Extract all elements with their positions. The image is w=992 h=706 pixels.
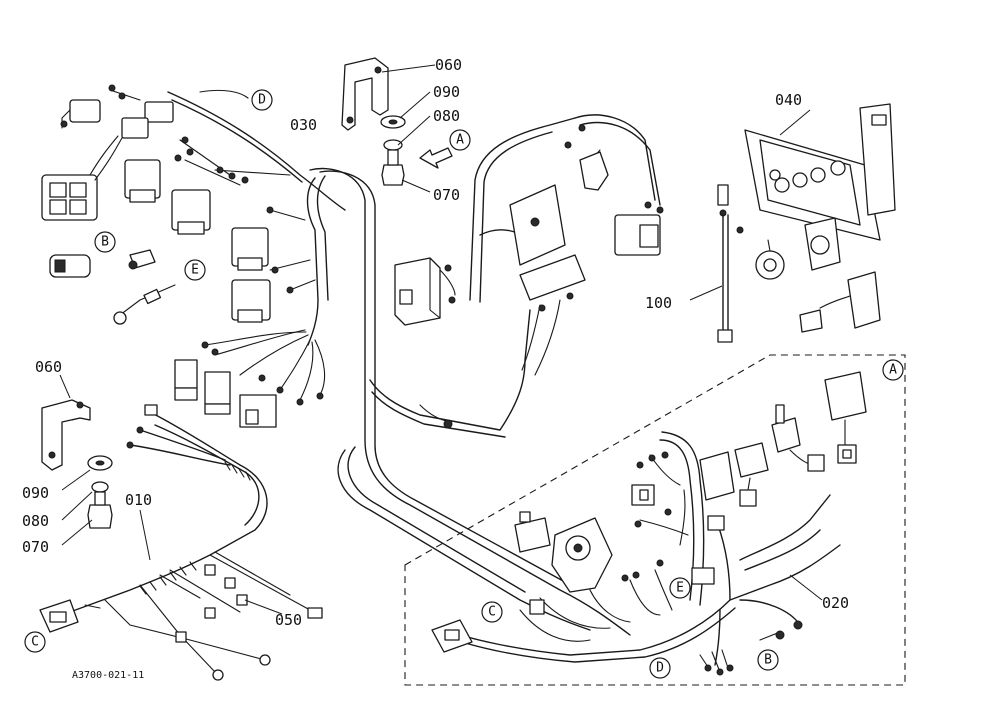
label-070-top: 070 (433, 186, 460, 204)
relay-box-4 (231, 279, 271, 323)
fuse-connectors (174, 341, 324, 428)
switch-b (49, 254, 91, 278)
callout-a-box: A (882, 359, 904, 381)
bracket-assembly-left (41, 374, 113, 546)
callout-b-left: B (94, 231, 116, 253)
view-arrow-a (419, 147, 453, 169)
label-060-top: 060 (435, 56, 462, 74)
svg-text:C: C (31, 635, 39, 650)
relay-top-right (824, 371, 867, 464)
label-020: 020 (822, 594, 849, 612)
callout-e-left: E (184, 259, 206, 281)
svg-text:A: A (889, 363, 897, 378)
label-080-left: 080 (22, 512, 49, 530)
clip-bracket (579, 151, 609, 191)
label-060-left: 060 (35, 358, 62, 376)
connector-right (799, 271, 881, 333)
callout-b-bottom: B (757, 649, 779, 671)
harness-010 (39, 404, 323, 681)
label-030: 030 (290, 116, 317, 134)
drawing-reference: A3700-021-11 (72, 670, 144, 681)
terminal-clips-center (443, 124, 664, 429)
label-090-left: 090 (22, 484, 49, 502)
solenoid-valve (551, 517, 613, 593)
callout-d-bottom: D (649, 657, 671, 679)
small-connectors (431, 451, 803, 676)
label-040: 040 (775, 91, 802, 109)
svg-text:A: A (456, 133, 464, 148)
center-components (394, 124, 664, 429)
label-050: 050 (275, 611, 302, 629)
breaker-box (394, 257, 441, 326)
combination-switch (41, 135, 123, 221)
label-070-left: 070 (22, 538, 49, 556)
left-components (41, 84, 324, 428)
svg-text:C: C (488, 605, 496, 620)
bulb-socket (128, 249, 156, 270)
relay-unit-right (804, 217, 841, 271)
relay-mid (734, 442, 769, 507)
svg-text:E: E (191, 263, 199, 278)
harness-100 (689, 184, 744, 343)
diode-block (519, 254, 586, 312)
relay-switch-top (60, 99, 101, 129)
callout-c-left: C (24, 631, 46, 653)
relay-left-mid (699, 451, 735, 531)
callout-a-arrow: A (449, 129, 471, 151)
detail-a-components (431, 371, 867, 676)
connector-top (108, 84, 249, 139)
switch-tall (771, 404, 825, 472)
callout-e-bottom: E (669, 577, 691, 599)
label-100: 100 (645, 294, 672, 312)
detail-a-box (404, 354, 906, 686)
terminal-clips-top (174, 136, 294, 294)
bracket-assembly-top (341, 57, 436, 193)
label-090-top: 090 (433, 83, 460, 101)
label-080-top: 080 (433, 107, 460, 125)
relay-box-3 (231, 227, 269, 271)
sensor-e (113, 284, 176, 325)
relay-box-1 (124, 159, 161, 203)
svg-text:B: B (101, 235, 109, 250)
callout-d-top: D (251, 89, 273, 111)
label-010: 010 (125, 491, 152, 509)
part-labels: 060 090 080 070 030 040 100 060 090 080 … (22, 56, 849, 629)
svg-text:E: E (676, 581, 684, 596)
switch-panel-040 (744, 103, 896, 333)
callout-c-bottom: C (481, 601, 503, 623)
relay-block-center (614, 214, 661, 256)
main-harness-030 (167, 91, 661, 636)
module-plate (509, 184, 566, 266)
svg-text:B: B (764, 653, 772, 668)
svg-text:D: D (656, 661, 664, 676)
key-switch (755, 239, 785, 280)
corrugated-wrap (139, 461, 251, 595)
callout-letters: D A B E A C C E (24, 89, 904, 679)
svg-text:D: D (258, 93, 266, 108)
relay-box-2 (171, 189, 211, 235)
